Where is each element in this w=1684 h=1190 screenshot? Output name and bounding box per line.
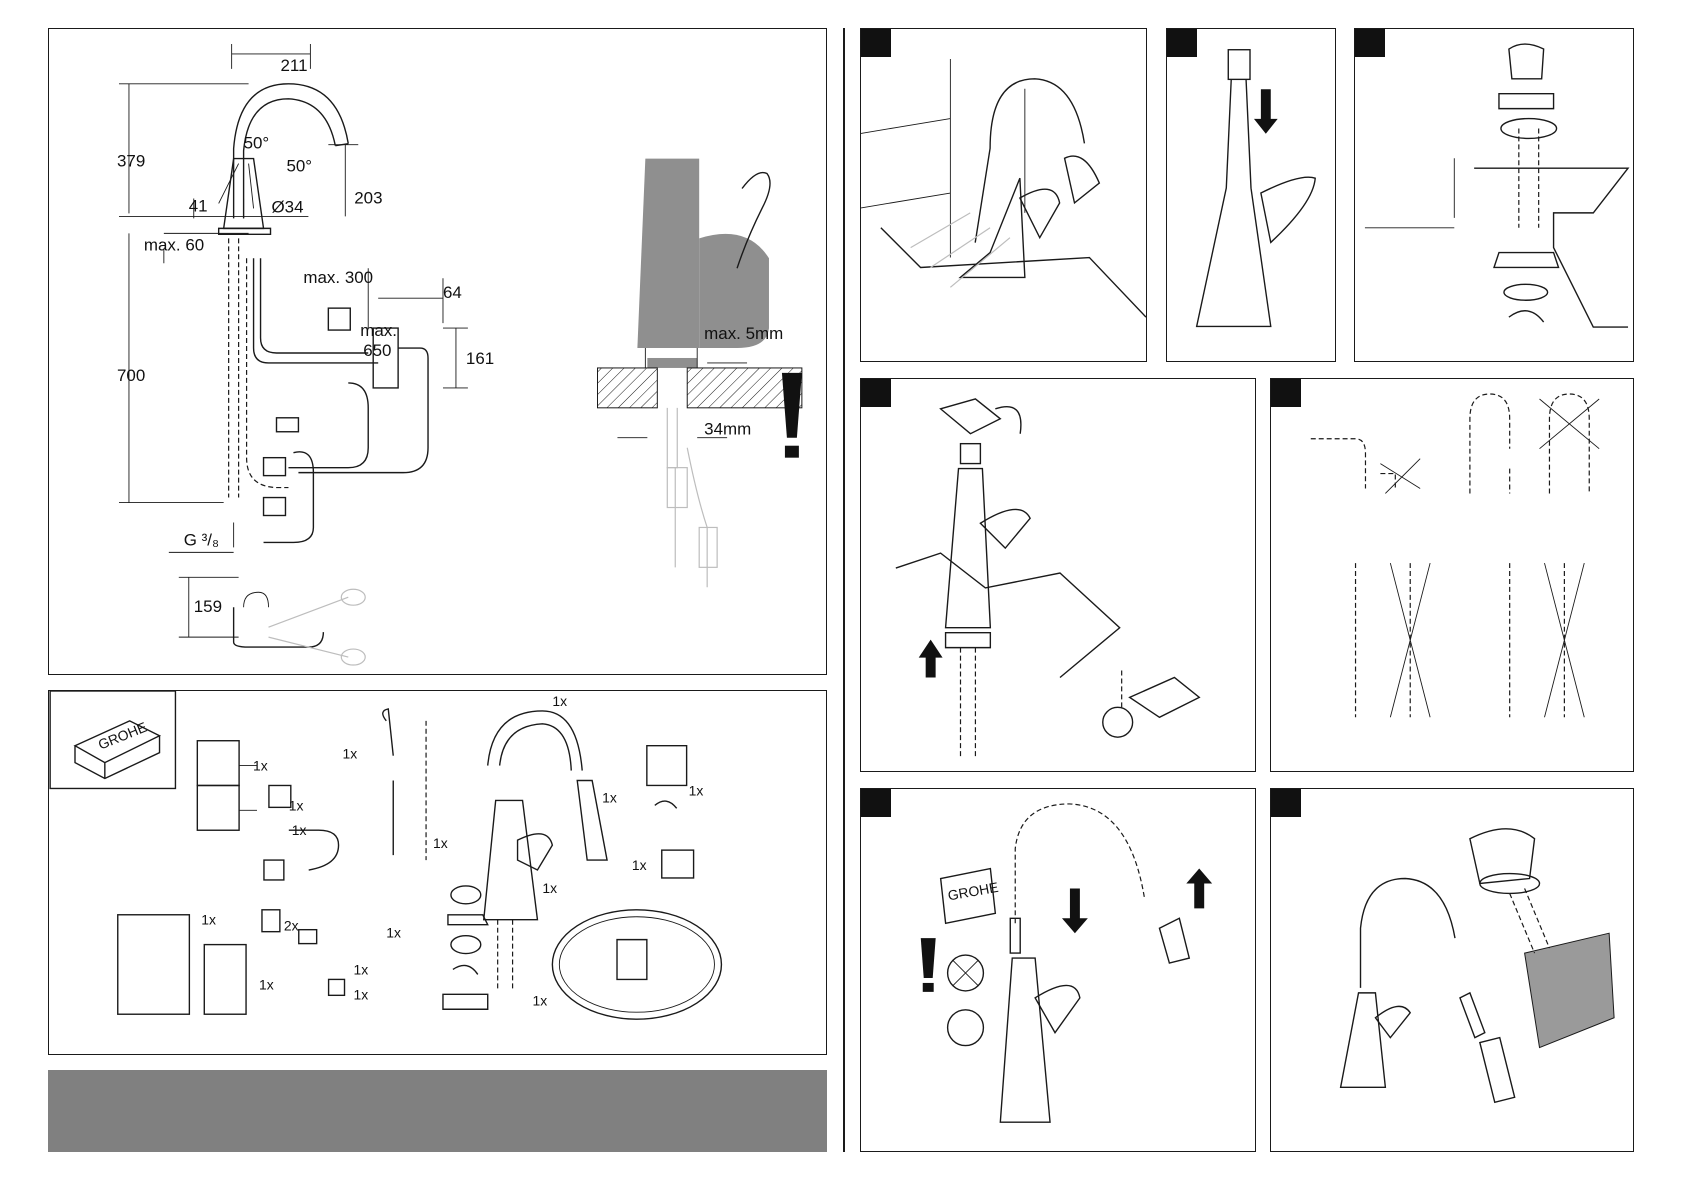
dim-50-a: 50° [244, 134, 270, 153]
dim-max-60: max. 60 [144, 235, 204, 254]
gray-banner [48, 1070, 827, 1152]
dim-max-650-line1: max. [360, 321, 397, 340]
dim-max-300: max. 300 [303, 268, 373, 287]
qty-faucet: 1x [552, 693, 567, 709]
qty-spray-head: 1x [602, 789, 617, 805]
qty-template: 1x [689, 782, 704, 798]
qty-hose-short: 1x [343, 746, 358, 762]
dim-g-3-8: G ³/₈ [184, 530, 219, 549]
qty-hose-long: 1x [433, 835, 448, 851]
qty-leaflet: 1x [259, 976, 274, 992]
qty-nut: 1x [353, 986, 368, 1002]
dim-34mm: 34mm [704, 420, 751, 439]
dim-64: 64 [443, 283, 462, 302]
parts-drawing: GROHE 1x [49, 691, 826, 1054]
qty-manual: 1x [201, 912, 216, 928]
parts-panel: GROHE 1x [48, 690, 827, 1055]
dim-211: 211 [280, 56, 307, 75]
dim-700: 700 [117, 366, 145, 385]
qty-shower-hose: 1x [532, 992, 547, 1008]
qty-gasket-set: 1x [386, 925, 401, 941]
qty-connector: 1x [292, 822, 307, 838]
dim-max-650-line2: 650 [363, 341, 391, 360]
step-panel-4 [860, 378, 1256, 772]
dim-diameter-34: Ø34 [272, 197, 304, 216]
qty-adapter: 1x [353, 961, 368, 977]
qty-control-box: 1x [253, 758, 268, 774]
step-panel-5 [1270, 378, 1634, 772]
dim-41: 41 [189, 196, 208, 215]
step-panel-3 [1354, 28, 1634, 362]
page-divider [843, 28, 845, 1152]
dim-max-5mm: max. 5mm [704, 324, 783, 343]
step-panel-2 [1166, 28, 1336, 362]
qty-body: 1x [542, 880, 557, 896]
dim-161: 161 [466, 349, 494, 368]
dimensions-drawing: 211 50° 50° 379 203 41 Ø34 max. 60 max. … [49, 29, 826, 674]
dimensions-panel: 211 50° 50° 379 203 41 Ø34 max. 60 max. … [48, 28, 827, 675]
dim-50-b: 50° [286, 157, 312, 176]
dim-159: 159 [194, 597, 222, 616]
grease-sachet-logo: GROHE [947, 879, 1000, 904]
dim-379: 379 [117, 152, 145, 171]
step-panel-6: GROHE ! [860, 788, 1256, 1152]
step-panel-1 [860, 28, 1147, 362]
qty-sensor: 1x [289, 797, 304, 813]
step-panel-7 [1270, 788, 1634, 1152]
dim-203: 203 [354, 188, 382, 207]
qty-valve: 2x [284, 918, 299, 934]
qty-battery: 1x [632, 857, 647, 873]
